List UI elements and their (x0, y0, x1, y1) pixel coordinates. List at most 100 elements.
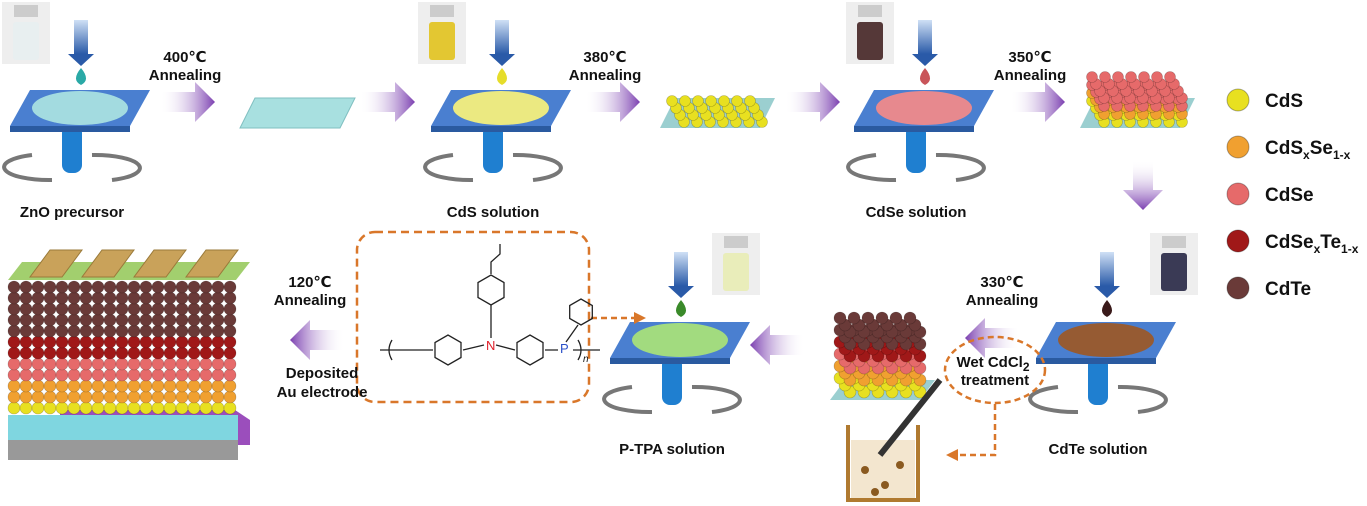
nanocrystal-ball (199, 324, 213, 338)
legend-label-2: CdSe (1265, 185, 1314, 206)
nanocrystal-ball (163, 379, 177, 393)
nanocrystal-ball (31, 280, 45, 294)
nanocrystal-ball (175, 368, 189, 382)
nanocrystal-ball (43, 357, 57, 371)
nanocrystal-ball (175, 280, 189, 294)
nanocrystal-ball (139, 357, 153, 371)
nanocrystal-ball (175, 401, 189, 415)
nanocrystal-ball (19, 313, 33, 327)
nanocrystal-ball (115, 357, 129, 371)
nanocrystal-ball (79, 280, 93, 294)
nanocrystal-ball (127, 335, 141, 349)
nanocrystal-ball (67, 346, 81, 360)
nanocrystal-ball (67, 280, 81, 294)
nanocrystal-ball (103, 335, 117, 349)
nanocrystal-ball (7, 390, 21, 404)
nanocrystal-ball (1164, 71, 1176, 83)
nanocrystal-ball (19, 379, 33, 393)
nanocrystal-ball (151, 335, 165, 349)
legend-text-base: CdS (1265, 138, 1303, 159)
nanocrystal-ball (163, 346, 177, 360)
nanocrystal-ball (139, 291, 153, 305)
nanocrystal-ball (151, 401, 165, 415)
nanocrystal-ball (103, 390, 117, 404)
nanocrystal-ball (67, 368, 81, 382)
electrode-line1: Deposited (286, 365, 359, 382)
nanocrystal-ball (187, 379, 201, 393)
nanocrystal-ball (67, 401, 81, 415)
nanocrystal-ball (7, 313, 21, 327)
legend-label-0: CdS (1265, 91, 1303, 112)
nanocrystal-ball (31, 390, 45, 404)
nanocrystal-ball (115, 379, 129, 393)
nanocrystal-ball (91, 313, 105, 327)
nanocrystal-ball (211, 313, 225, 327)
right-arrow-icon (1010, 82, 1065, 122)
nanocrystal-ball (175, 335, 189, 349)
nanocrystal-ball (139, 280, 153, 294)
nanocrystal-ball (151, 324, 165, 338)
precipitate-dot (861, 466, 869, 474)
droplet-icon (1102, 300, 1112, 317)
nanocrystal-ball (31, 346, 45, 360)
nanocrystal-ball (875, 311, 889, 325)
nanocrystal-ball (151, 302, 165, 316)
nanocrystal-ball (67, 324, 81, 338)
nanocrystal-ball (199, 390, 213, 404)
legend-text-sub1: x (1303, 148, 1310, 162)
nanocrystal-ball (127, 368, 141, 382)
substrate-edge (610, 358, 730, 364)
nanocrystal-ball (127, 357, 141, 371)
nanocrystal-ball (55, 390, 69, 404)
anneal-word-cdse: Annealing (994, 67, 1067, 84)
polymer-n-subscript: n (583, 354, 589, 365)
nanocrystal-ball (223, 291, 237, 305)
precipitate-dot (871, 488, 879, 496)
nanocrystal-ball (223, 313, 237, 327)
nanocrystal-ball (187, 401, 201, 415)
spin-coater-shaft (662, 357, 682, 405)
nanocrystal-ball (199, 357, 213, 371)
nanocrystal-ball (91, 324, 105, 338)
rotation-arrow-icon (91, 152, 142, 182)
nanocrystal-ball (7, 335, 21, 349)
nanocrystal-ball (43, 280, 57, 294)
nanocrystal-ball (211, 401, 225, 415)
nanocrystal-ball (103, 357, 117, 371)
nanocrystal-ball (223, 280, 237, 294)
label-zno-precursor: ZnO precursor (20, 204, 124, 221)
nanocrystal-ball (1112, 71, 1124, 83)
legend-ball-icon (1226, 229, 1250, 253)
nanocrystal-ball (103, 379, 117, 393)
spin-coater-shaft (483, 125, 503, 173)
nanocrystal-ball (55, 291, 69, 305)
nanocrystal-ball (31, 324, 45, 338)
nanocrystal-ball (79, 302, 93, 316)
pipette-tip-icon (68, 54, 94, 66)
nanocrystal-ball (91, 357, 105, 371)
nanocrystal-ball (187, 357, 201, 371)
nanocrystal-ball (67, 313, 81, 327)
anneal-word-cdte: Annealing (966, 292, 1039, 309)
legend-ball-icon (1226, 88, 1250, 112)
benzene-ring (477, 274, 505, 306)
left-arrow-icon (750, 325, 805, 365)
cdcl2-treatment-label: treatment (961, 372, 1029, 389)
legend-text-sub2: 1-x (1341, 242, 1359, 256)
nanocrystal-ball (175, 357, 189, 371)
nanocrystal-ball (103, 280, 117, 294)
pipette-icon (74, 20, 88, 54)
benzene-ring (516, 334, 544, 366)
rotation-arrow-icon (846, 153, 897, 183)
anneal-temp-ptpa: 120℃ (288, 274, 331, 291)
electrode-line2: Au electrode (277, 384, 368, 401)
pipette-icon (918, 20, 932, 54)
nanocrystal-ball (127, 313, 141, 327)
nanocrystal-ball (223, 346, 237, 360)
rotation-arrow-icon (423, 153, 474, 183)
nanocrystal-ball (1138, 71, 1150, 83)
nanocrystal-ball (127, 346, 141, 360)
pipette-tip-icon (912, 54, 938, 66)
pipette-icon (495, 20, 509, 54)
nanocrystal-ball (847, 311, 861, 325)
